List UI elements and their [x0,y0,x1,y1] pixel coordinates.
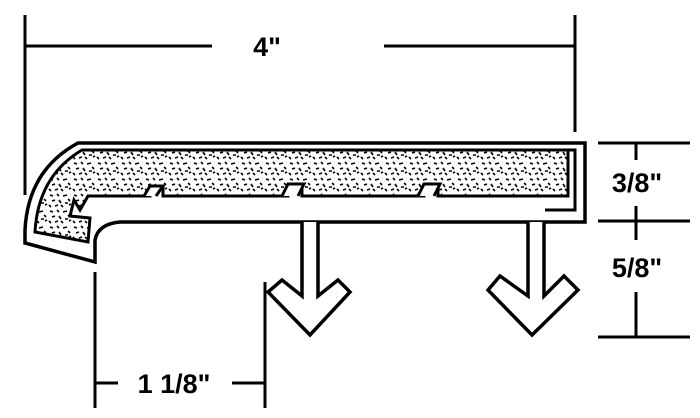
profile-leg-left [265,222,353,338]
t-slot-middle [280,182,307,197]
bottom-height-label: 5/8" [612,253,662,283]
profile-inner-lip [545,148,577,212]
profile-body [23,141,587,338]
width-label: 4" [253,32,281,62]
offset-label: 1 1/8" [138,369,211,399]
leg-offset-dimension: 1 1/8" [93,272,267,408]
profile-leg-right [485,222,581,338]
top-height-label: 3/8" [612,168,662,198]
t-slot-left [142,184,166,197]
height-dimensions: 3/8" 5/8" [598,141,690,339]
t-slot-right [416,182,443,197]
width-dimension: 4" [23,15,577,195]
